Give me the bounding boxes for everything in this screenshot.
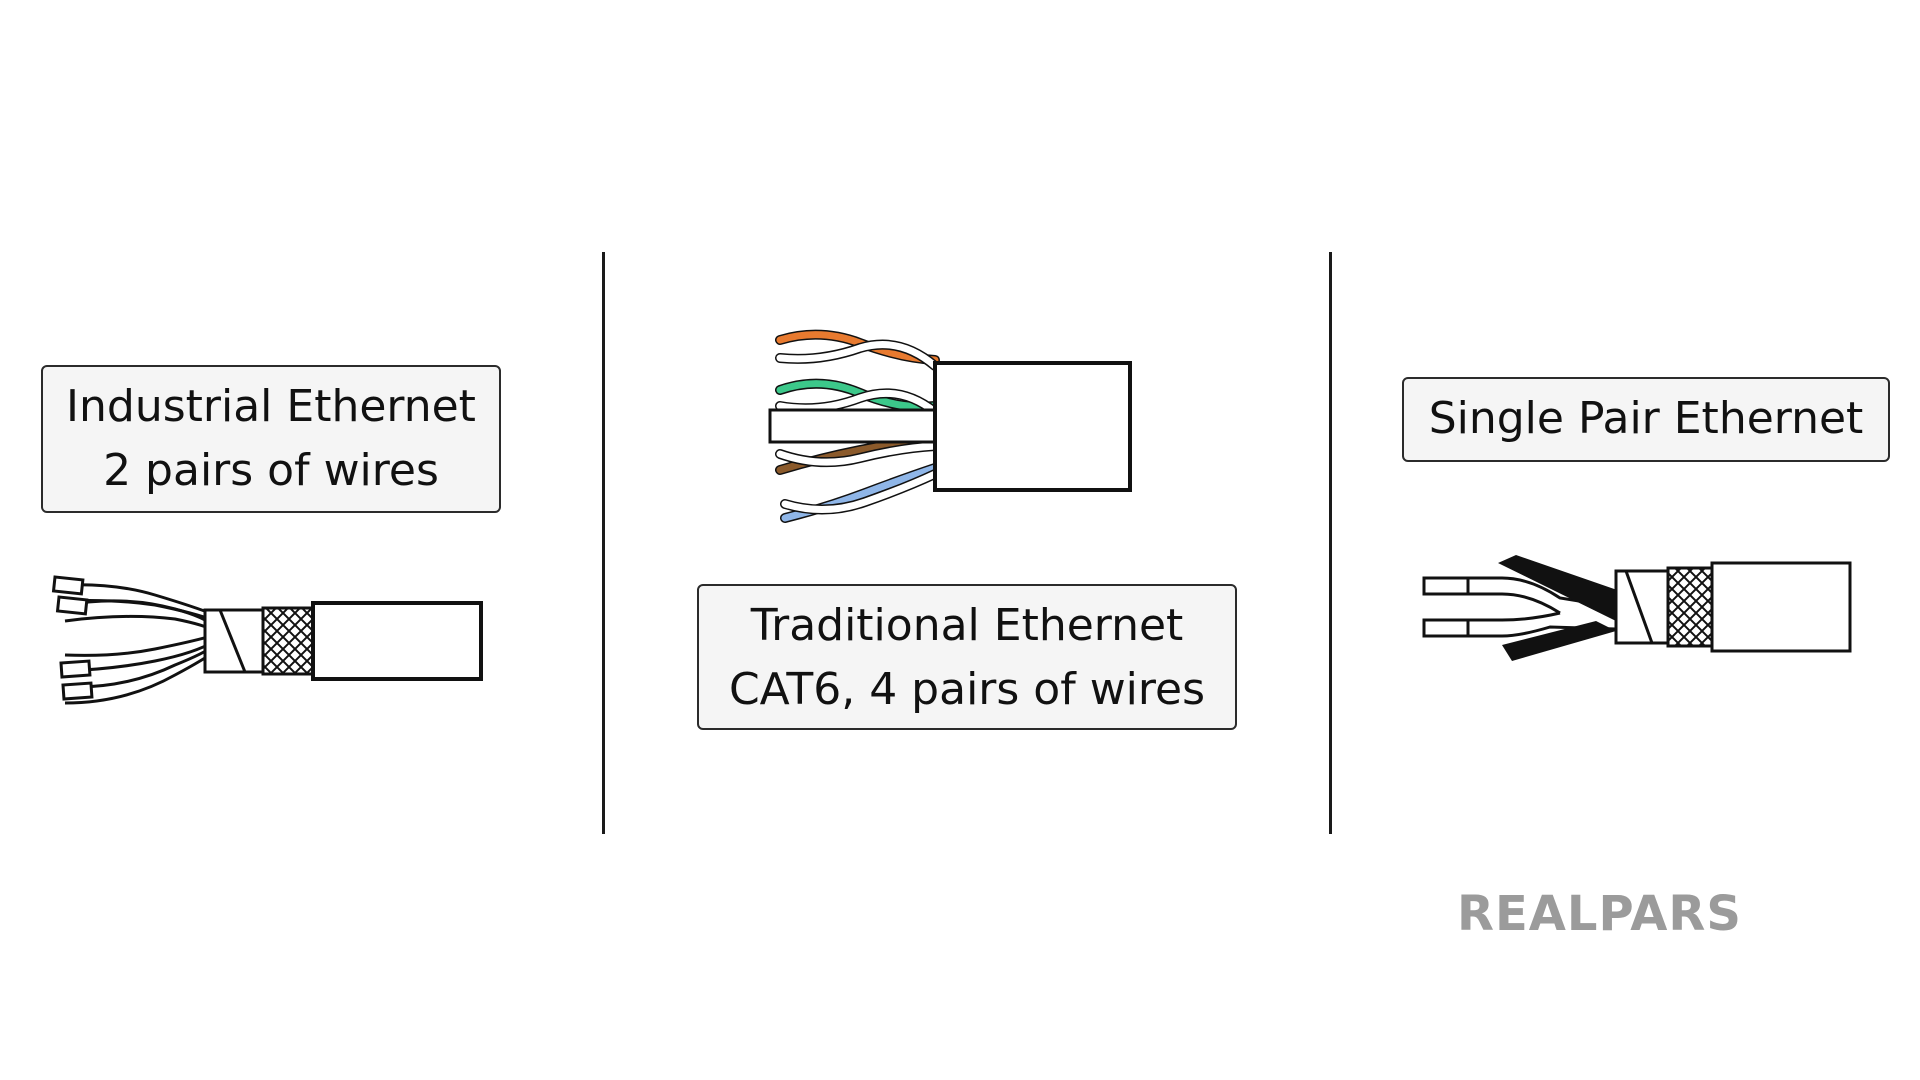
- label-industrial-ethernet: Industrial Ethernet 2 pairs of wires: [41, 365, 501, 513]
- realpars-logo: REALPARS: [1457, 886, 1742, 942]
- label-traditional-line-2: CAT6, 4 pairs of wires: [728, 664, 1206, 715]
- traditional-cable-illustration: [768, 329, 1132, 523]
- divider-left: [602, 252, 605, 834]
- label-traditional-ethernet: Traditional Ethernet CAT6, 4 pairs of wi…: [697, 584, 1237, 730]
- label-single-pair-ethernet: Single Pair Ethernet: [1402, 377, 1890, 462]
- divider-right: [1329, 252, 1332, 834]
- label-industrial-line-1: Industrial Ethernet: [66, 381, 476, 432]
- industrial-cable-illustration: [51, 575, 483, 705]
- label-industrial-line-2: 2 pairs of wires: [103, 445, 439, 496]
- label-single-pair-line-1: Single Pair Ethernet: [1428, 393, 1864, 444]
- single-pair-cable-illustration: [1422, 555, 1852, 661]
- label-traditional-line-1: Traditional Ethernet: [750, 600, 1184, 651]
